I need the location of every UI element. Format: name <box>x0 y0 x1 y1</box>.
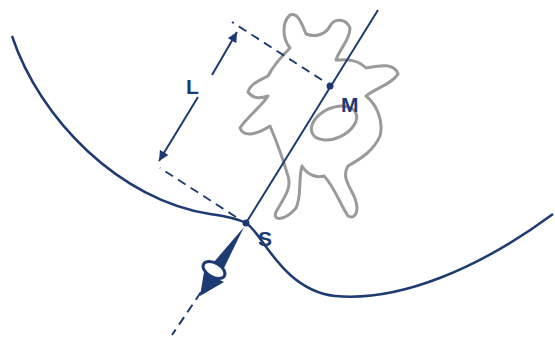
probe <box>200 227 244 296</box>
point-label: S <box>258 228 272 249</box>
point-label: L <box>186 76 199 97</box>
dimension-line <box>212 32 237 75</box>
body-surface <box>12 36 553 297</box>
vertebra <box>240 15 398 219</box>
vertebra-outline <box>240 15 398 219</box>
point-label: M <box>341 94 359 115</box>
point-s <box>243 220 250 227</box>
dimension-line <box>159 97 198 161</box>
axis-line <box>246 10 378 223</box>
extension-line <box>232 22 322 80</box>
extension-line <box>160 168 236 217</box>
point-m <box>327 83 334 90</box>
